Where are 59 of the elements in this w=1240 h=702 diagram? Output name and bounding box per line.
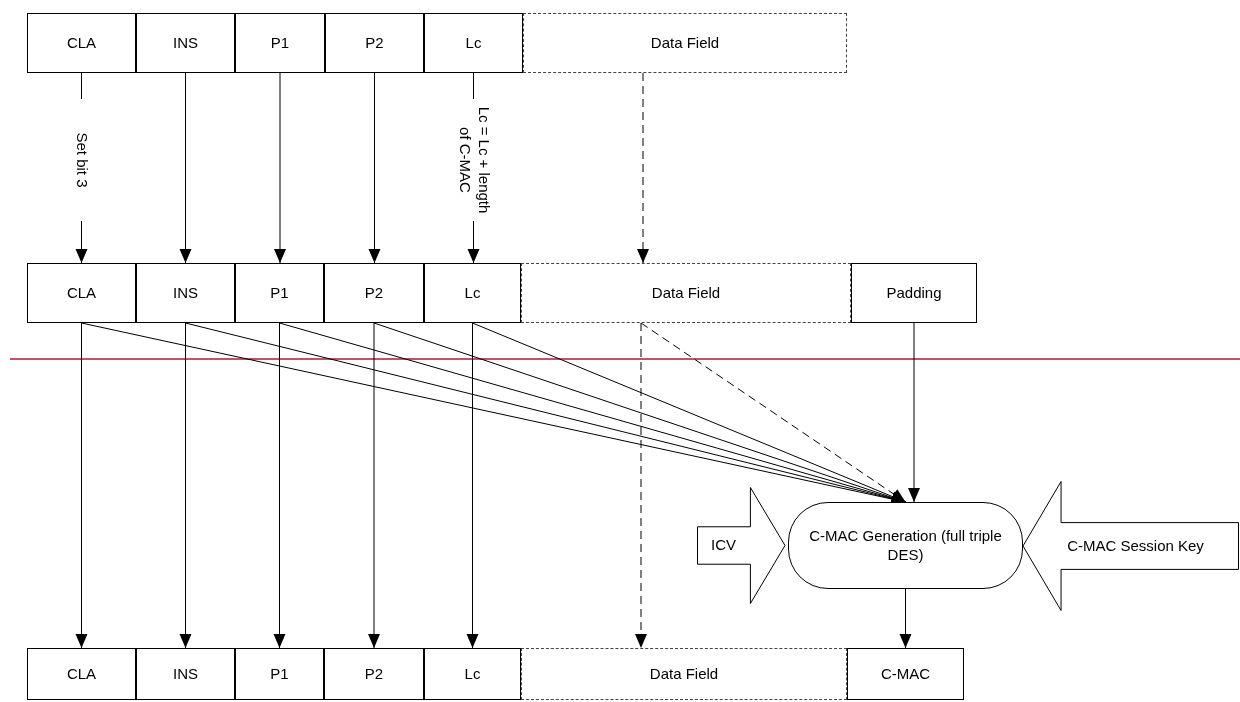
arrow [368,322,380,649]
field-box [27,13,136,73]
arrow [466,322,479,649]
field-box [847,648,964,700]
field-box [235,263,324,323]
field-box [136,648,235,700]
node-label: ICV [711,536,736,555]
node-label: C-MAC Generation (full triple DES) [808,526,1003,565]
input-shape [1022,481,1239,611]
arrow [179,72,192,264]
arrow [908,322,920,503]
field-box [27,648,136,700]
field-box [851,263,977,323]
arrow [899,588,912,649]
node-label: INS [173,664,198,684]
field-box [235,648,324,700]
node-label: C-MAC [880,664,931,684]
node-label: INS [173,283,198,303]
node-label: CLA [66,664,97,684]
field-box [424,648,521,700]
node-label: P2 [364,283,384,303]
arrow [640,322,906,503]
field-box [235,13,325,73]
field-box [424,263,521,323]
field-box [136,13,235,73]
data-field-box [523,13,847,73]
node-label: Data Field [650,33,720,53]
field-box [324,648,424,700]
input-shape [697,487,786,604]
arrow [75,322,88,649]
arrow [472,322,906,503]
field-box [424,13,523,73]
node-label: Lc [464,283,481,303]
node-label: P1 [270,664,289,684]
node-label: CLA [66,283,97,303]
node-label: Lc [464,664,481,684]
node-label: CLA [66,33,97,53]
field-box [136,263,235,323]
field-box [325,13,424,73]
node-label: Data Field [649,664,719,684]
node-label: P1 [270,33,290,53]
node-label: Padding [886,283,942,303]
node-label: P2 [365,33,384,53]
data-field-box [521,648,847,700]
node-label: P1 [270,283,289,303]
arrow [274,72,286,264]
arrow [635,322,647,649]
arrow [368,72,381,264]
node-label: INS [173,33,198,53]
data-field-box [521,263,851,323]
arrow [273,322,286,649]
node-label: P2 [364,664,384,684]
node-label: Data Field [651,283,721,303]
arrow [179,322,192,649]
field-box [324,263,424,323]
node-label: Lc [465,33,482,53]
field-box [27,263,136,323]
node-label: C-MAC Session Key [1067,536,1204,556]
arrow [637,72,649,264]
